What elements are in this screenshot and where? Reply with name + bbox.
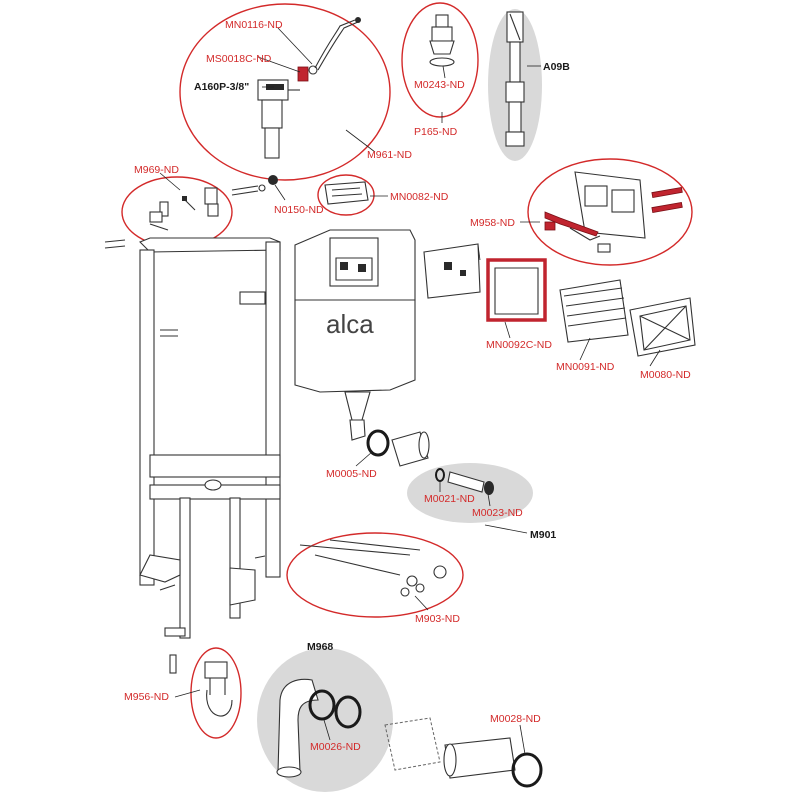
label-m0005: M0005-ND (326, 468, 377, 480)
bracket-m956 (204, 661, 233, 717)
m956-group-ring (190, 647, 242, 739)
label-a09b: A09B (543, 61, 570, 73)
m901-highlight (407, 463, 533, 523)
label-m968: M968 (307, 641, 333, 653)
label-m969: M969-ND (134, 164, 179, 176)
flush-plate-frames (423, 243, 696, 357)
label-m0021: M0021-ND (424, 493, 475, 505)
label-m903: M903-ND (415, 613, 460, 625)
label-mn0091: MN0091-ND (556, 361, 615, 373)
m961-group-ring (179, 3, 391, 181)
m958-group-ring (527, 158, 693, 266)
label-ms0018c: MS0018C-ND (206, 53, 272, 65)
part-labels: MN0116-ND MS0018C-ND A160P-3/8" M961-ND … (124, 19, 691, 753)
p165-group-ring (401, 2, 479, 118)
label-m0080: M0080-ND (640, 369, 691, 381)
label-m0026: M0026-ND (310, 741, 361, 753)
m903-group-ring (286, 532, 464, 618)
fill-valve-parts (429, 14, 455, 67)
label-mn0116: MN0116-ND (225, 19, 283, 31)
frame-part-mn0082 (324, 181, 369, 205)
pan-connector-m968 (276, 678, 362, 778)
label-a160p: A160P-3/8" (194, 81, 249, 93)
outlet-m0005 (366, 429, 430, 467)
label-n0150: N0150-ND (274, 204, 324, 216)
label-m961: M961-ND (367, 149, 412, 161)
label-mn0082: MN0082-ND (390, 191, 449, 203)
screws-misc (104, 175, 278, 674)
cistern-tank (294, 229, 416, 441)
label-m0023: M0023-ND (472, 507, 523, 519)
installation-frame (139, 237, 281, 639)
leader-lines (159, 27, 661, 755)
rods-m903 (299, 539, 447, 597)
pipe-m0028 (384, 717, 543, 788)
float-valve-assembly (257, 17, 361, 159)
label-m0028: M0028-ND (490, 713, 541, 725)
label-m901: M901 (530, 529, 556, 541)
lever-set-m958 (544, 171, 683, 253)
mn0082-group-ring (317, 174, 375, 216)
mounting-clips-m969 (149, 187, 219, 231)
label-p165: P165-ND (414, 126, 458, 138)
drain-valve-a09b (505, 11, 525, 147)
label-m958: M958-ND (470, 217, 515, 229)
label-m0243: M0243-ND (414, 79, 465, 91)
alca-logo: alca (326, 309, 374, 339)
label-m956: M956-ND (124, 691, 169, 703)
label-mn0092c: MN0092C-ND (486, 339, 552, 351)
